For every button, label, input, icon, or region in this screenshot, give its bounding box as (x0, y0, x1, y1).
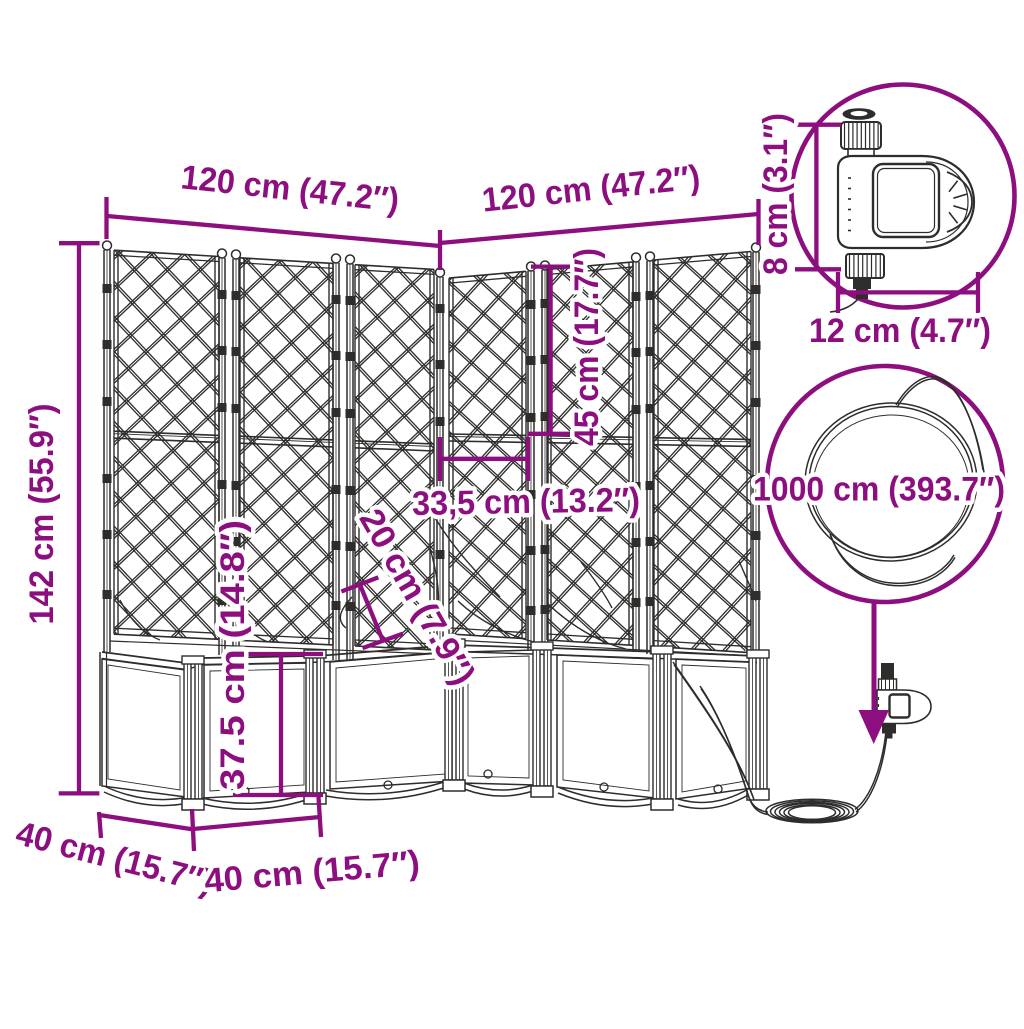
svg-text:8 cm (3.1″): 8 cm (3.1″) (757, 113, 795, 275)
svg-text:45 cm (17.7″): 45 cm (17.7″) (568, 248, 606, 446)
svg-text:33,5 cm (13.2″): 33,5 cm (13.2″) (412, 481, 641, 523)
svg-text:37.5 cm (14.8″): 37.5 cm (14.8″) (214, 520, 252, 790)
svg-text:1000 cm (393.7″): 1000 cm (393.7″) (753, 471, 1005, 509)
svg-text:12 cm (4.7″): 12 cm (4.7″) (809, 312, 991, 350)
svg-text:142 cm (55.9″): 142 cm (55.9″) (23, 404, 61, 625)
